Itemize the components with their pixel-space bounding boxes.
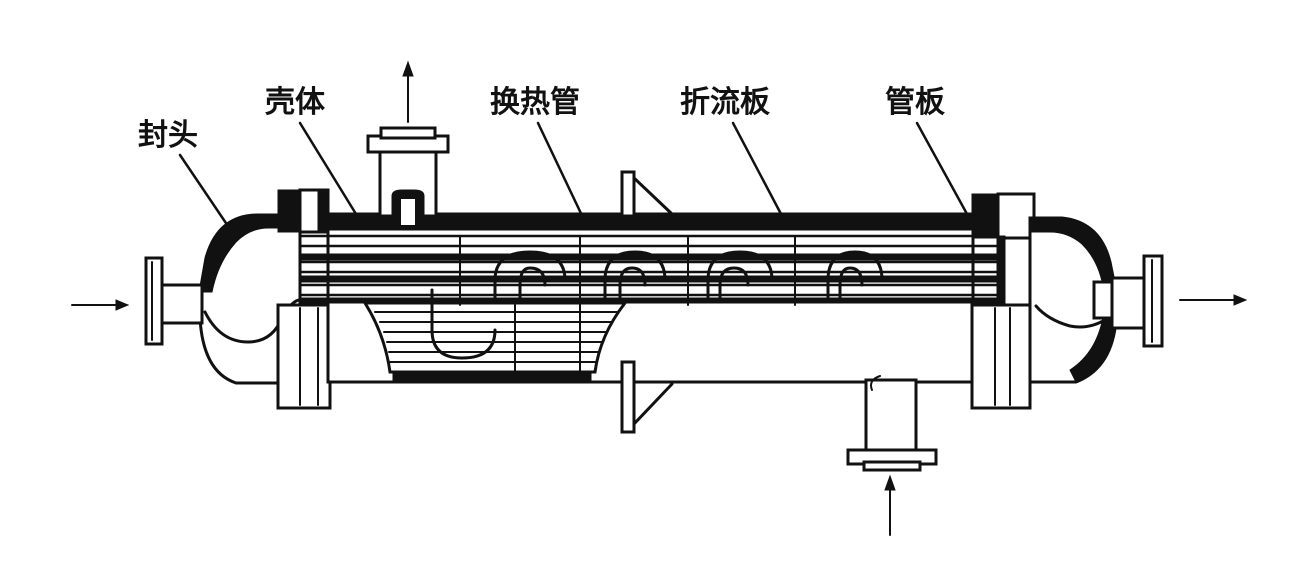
arrow-right-icon <box>1233 294 1248 306</box>
arrow-up-icon <box>884 474 896 491</box>
right-head <box>1028 216 1164 384</box>
label-baffle: 折流板 <box>680 85 770 120</box>
label-tubesheet: 管板 <box>885 85 945 120</box>
leader-shell <box>298 121 358 216</box>
baffle-supports <box>620 170 674 434</box>
label-head: 封头 <box>138 118 198 153</box>
tube-bundle <box>298 234 999 374</box>
leader-baffle <box>731 121 783 216</box>
leader-tubesheet <box>915 121 969 216</box>
arrow-right-icon <box>115 299 130 311</box>
left-flange <box>276 188 332 410</box>
leader-lines <box>178 121 969 247</box>
flow-arrows <box>71 60 1248 536</box>
bottom-nozzle <box>846 375 938 472</box>
leader-head <box>178 153 234 234</box>
arrow-up-icon <box>402 60 414 77</box>
top-nozzle <box>366 126 450 227</box>
right-tubesheet <box>970 192 1036 410</box>
label-shell: 壳体 <box>265 85 326 120</box>
label-tubes: 换热管 <box>490 85 580 120</box>
